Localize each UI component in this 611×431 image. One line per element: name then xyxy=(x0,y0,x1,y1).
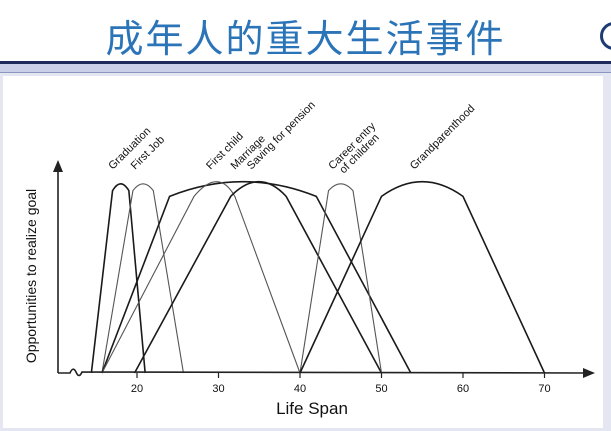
y-axis-arrow-icon xyxy=(53,160,63,172)
x-tick-label: 30 xyxy=(212,383,224,395)
header-divider xyxy=(0,61,611,64)
series-curve-career-entry-of-children xyxy=(299,183,383,374)
series-curve-first-job xyxy=(101,183,184,374)
series-curve-first-child xyxy=(101,181,301,374)
x-tick-label: 60 xyxy=(457,383,469,395)
x-tick-label: 70 xyxy=(538,383,550,395)
x-tick-label: 20 xyxy=(131,383,143,395)
slide-header: 成年人的重大生活事件 xyxy=(0,0,611,62)
x-axis-arrow-icon xyxy=(583,368,595,378)
x-tick-label: 40 xyxy=(294,383,306,395)
header-band xyxy=(0,64,611,73)
series-curve-graduation xyxy=(90,183,146,374)
y-axis-label: Opportunities to realize goal xyxy=(23,189,39,363)
series-label: Grandparenthood xyxy=(408,103,477,172)
series-curve-grandparenthood xyxy=(299,180,546,374)
series-curve-saving-for-pension xyxy=(133,181,383,374)
series-curve-marriage xyxy=(101,180,412,374)
slide-title: 成年人的重大生活事件 xyxy=(105,17,506,61)
x-axis-label: Life Span xyxy=(276,399,348,418)
x-axis xyxy=(58,368,586,377)
x-tick-label: 50 xyxy=(375,383,387,395)
